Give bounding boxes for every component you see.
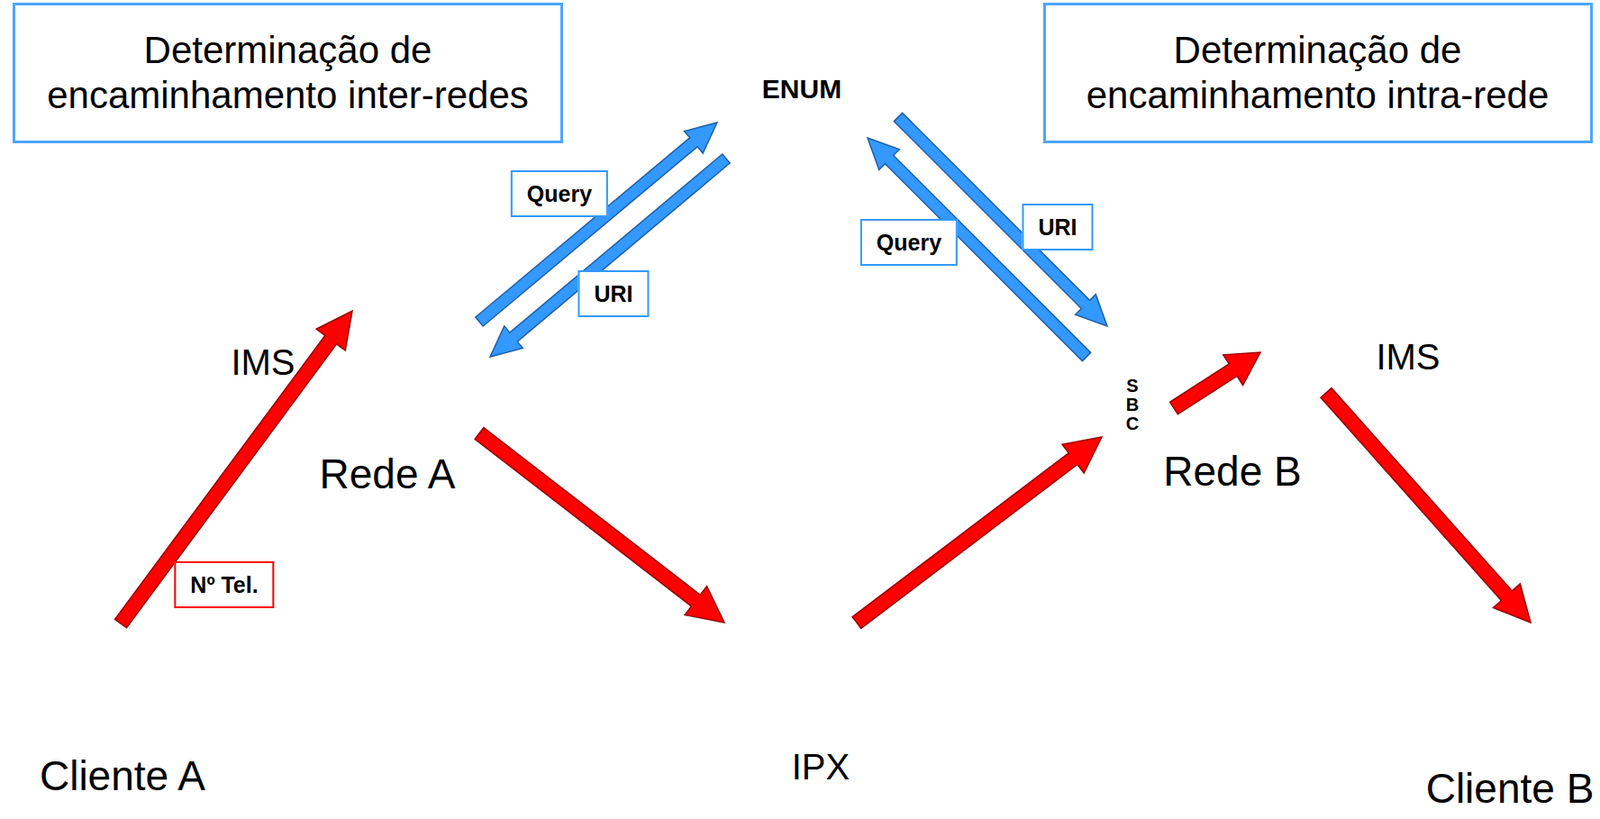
text-holder: Determinação de encaminhamento inter-red… [31, 27, 546, 119]
sbc-label: S B C [1122, 376, 1143, 434]
arrow-label: Nº Tel. [173, 561, 274, 609]
cloud-outline [634, 563, 977, 819]
server-icon [346, 300, 434, 434]
box-front [1101, 359, 1164, 449]
network-cloud: IMS Rede B S B C [990, 219, 1537, 506]
query-flow-arrow [490, 154, 730, 357]
server-icon [750, 576, 832, 715]
database-cylinder: ENUM [736, 1, 868, 144]
cloud-outline [1029, 206, 1501, 520]
text-holder: S B C [1122, 376, 1143, 434]
call-flow-arrow [1320, 388, 1531, 623]
box-top [1101, 346, 1179, 360]
label-holder: Query [860, 218, 958, 266]
call-flow-arrow [474, 427, 725, 623]
text-holder: Rede B [1163, 446, 1301, 497]
text-holder: Cliente B [1426, 763, 1595, 814]
database-cylinder-shape [736, 1, 868, 144]
note-text: Determinação de encaminhamento intra-red… [1061, 27, 1575, 119]
database-label: ENUM [762, 72, 842, 106]
label-holder: URI [577, 270, 649, 318]
arrow-label: Query [510, 170, 609, 218]
sbc-box-shape [1101, 346, 1179, 449]
text-holder: ENUM [762, 72, 842, 106]
telephone-icon [1453, 665, 1549, 734]
network-label: Rede A [319, 449, 456, 500]
arrow-label: Query [860, 218, 958, 266]
arrow-label: URI [1021, 203, 1093, 251]
cylinder-body [737, 1, 867, 144]
sbc-server-arrow [1170, 352, 1261, 415]
text-holder: IMS [1375, 335, 1440, 379]
cylinder-top [737, 1, 867, 28]
client-label: Cliente B [1426, 763, 1595, 814]
routing-note-box: Determinação de encaminhamento intra-red… [1043, 2, 1593, 144]
text-holder: IPX [791, 745, 850, 789]
call-flow-arrow [115, 310, 353, 628]
subsystem-label: IMS [230, 340, 295, 384]
arrow-label: URI [577, 270, 649, 318]
network-label: IPX [791, 745, 850, 789]
text-holder: IMS [230, 340, 295, 384]
client-phone: Cliente B [1437, 621, 1597, 807]
subsystem-label: IMS [1375, 335, 1440, 379]
telephone-icon [49, 665, 146, 734]
client-label: Cliente A [39, 751, 206, 801]
label-holder: Nº Tel. [173, 561, 274, 609]
routing-note-box: Determinação de encaminhamento inter-red… [12, 2, 564, 144]
sbc-box: S B C [1101, 346, 1179, 449]
call-flow-arrow [852, 436, 1102, 628]
text-holder: Rede A [319, 449, 456, 500]
cloud-outline [182, 194, 637, 531]
label-holder: Query [510, 170, 609, 218]
label-holder: URI [1021, 203, 1093, 251]
note-text: Determinação de encaminhamento inter-red… [31, 27, 546, 119]
box-side [1163, 346, 1179, 449]
network-cloud: IPX [607, 571, 1000, 811]
text-holder: Cliente A [39, 751, 206, 801]
network-cloud: IMS Rede A [147, 204, 669, 521]
network-label: Rede B [1163, 446, 1301, 497]
client-phone: Cliente A [32, 621, 213, 802]
text-holder: Determinação de encaminhamento intra-red… [1061, 27, 1575, 119]
query-flow-arrow [475, 122, 718, 327]
dashed-line [800, 145, 806, 586]
